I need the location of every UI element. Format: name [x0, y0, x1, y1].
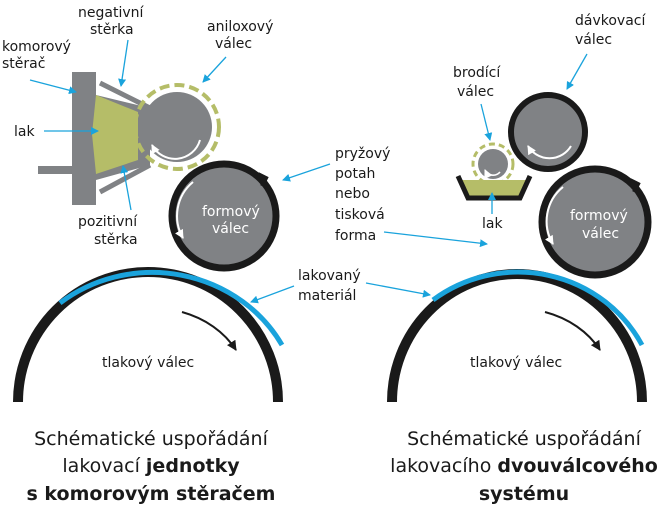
right-caption-line2-normal: lakovacího	[390, 455, 497, 477]
anilox-roller	[133, 83, 221, 171]
right-caption-line2-bold: dvouválcového	[497, 455, 657, 477]
negativni-sterka-arrow	[118, 39, 129, 87]
varnish-in-chamber	[92, 95, 138, 174]
left-lak-label: lak	[14, 124, 35, 140]
pryzovy-arrow-right	[383, 231, 488, 248]
left-caption: Schématické uspořádání lakovací jednotky…	[27, 428, 276, 505]
right-form-cylinder: formový válec	[538, 165, 652, 279]
metering-roller	[508, 92, 588, 172]
brodici-label-1: brodící	[453, 65, 501, 81]
davkovaci-arrow	[566, 53, 588, 90]
left-caption-line2-normal: lakovací	[62, 455, 146, 477]
aniloxovy-label-2: válec	[215, 36, 252, 52]
brodici-arrow	[480, 103, 493, 141]
pryzovy-arrow-left	[282, 163, 331, 182]
left-formovy-label-2: válec	[212, 221, 249, 237]
komorovy-sterac-label-1: komorový	[2, 39, 71, 55]
anilox-rotation-arrow	[151, 139, 201, 160]
negativni-sterka-label-2: stěrka	[90, 22, 134, 38]
davkovaci-label-1: dávkovací	[575, 13, 646, 29]
dip-rotation-arrow	[484, 169, 501, 180]
right-impression-cylinder: tlakový válec	[387, 269, 647, 403]
negativni-sterka-label-1: negativní	[78, 5, 144, 21]
right-formovy-label-2: válec	[582, 226, 619, 242]
pozitivni-sterka-arrow	[120, 165, 132, 211]
pryzovy-label-2: potah	[335, 166, 375, 182]
right-system: tlakový válec formový válec brodící vále…	[387, 13, 652, 403]
left-plate-clamp	[257, 172, 269, 187]
left-tlakovy-label: tlakový válec	[102, 355, 194, 371]
pryzovy-label-4: tisková	[335, 207, 385, 223]
left-form-rotation-arrow	[175, 181, 194, 239]
left-system: tlakový válec formový válec komorový stě…	[2, 5, 285, 403]
right-varnished-material	[431, 269, 645, 347]
davkovaci-label-2: válec	[575, 32, 612, 48]
pozitivni-sterka-label-2: stěrka	[94, 232, 138, 248]
left-impression-cylinder: tlakový válec	[13, 267, 285, 403]
right-impression-rotation-arrow	[544, 311, 601, 351]
pryzovy-label-1: pryžový	[335, 146, 390, 162]
right-caption-line3: systému	[479, 483, 569, 505]
left-caption-line2: lakovací jednotky	[62, 455, 240, 477]
right-plate-clamp	[629, 178, 641, 193]
dip-roller	[471, 142, 515, 186]
lakovany-label-2: materiál	[298, 288, 356, 304]
left-impression-rotation-arrow	[181, 311, 237, 351]
right-lak-label: lak	[482, 216, 503, 232]
left-form-cylinder: formový válec	[168, 160, 280, 272]
pryzovy-label-5: forma	[335, 228, 376, 244]
metering-rotation-arrow	[527, 145, 572, 160]
right-tlakovy-label: tlakový válec	[470, 355, 562, 371]
left-varnished-material	[58, 269, 285, 347]
komorovy-sterac-arrow	[29, 79, 77, 95]
komorovy-sterac-label-2: stěrač	[2, 56, 45, 72]
aniloxovy-arrow	[202, 56, 227, 83]
brodici-label-2: válec	[457, 84, 494, 100]
right-formovy-label-1: formový	[570, 208, 628, 224]
varnish-pan	[455, 174, 533, 201]
right-caption: Schématické uspořádání lakovacího dvouvá…	[390, 428, 658, 505]
pryzovy-label-3: nebo	[335, 186, 370, 202]
lakovany-label-1: lakovaný	[298, 268, 361, 284]
lakovany-arrow-right	[365, 282, 431, 298]
pozitivni-sterka-label-1: pozitivní	[78, 214, 138, 230]
left-caption-line2-bold: jednotky	[145, 455, 240, 477]
right-form-rotation-arrow	[545, 186, 564, 245]
left-formovy-label-1: formový	[202, 204, 260, 220]
left-caption-line3: s komorovým stěračem	[27, 483, 276, 505]
chamber-doctor-blade	[38, 72, 152, 205]
right-caption-line1: Schématické uspořádání	[407, 428, 641, 450]
left-caption-line1: Schématické uspořádání	[34, 428, 268, 450]
varnish-in-pan	[460, 180, 528, 197]
chamber-mount	[38, 166, 74, 174]
center-labels: pryžový potah nebo tisková forma lakovan…	[250, 146, 488, 304]
lakovany-arrow-left	[250, 285, 295, 304]
right-caption-line2: lakovacího dvouválcového	[390, 455, 658, 477]
aniloxovy-label-1: aniloxový	[207, 19, 273, 35]
